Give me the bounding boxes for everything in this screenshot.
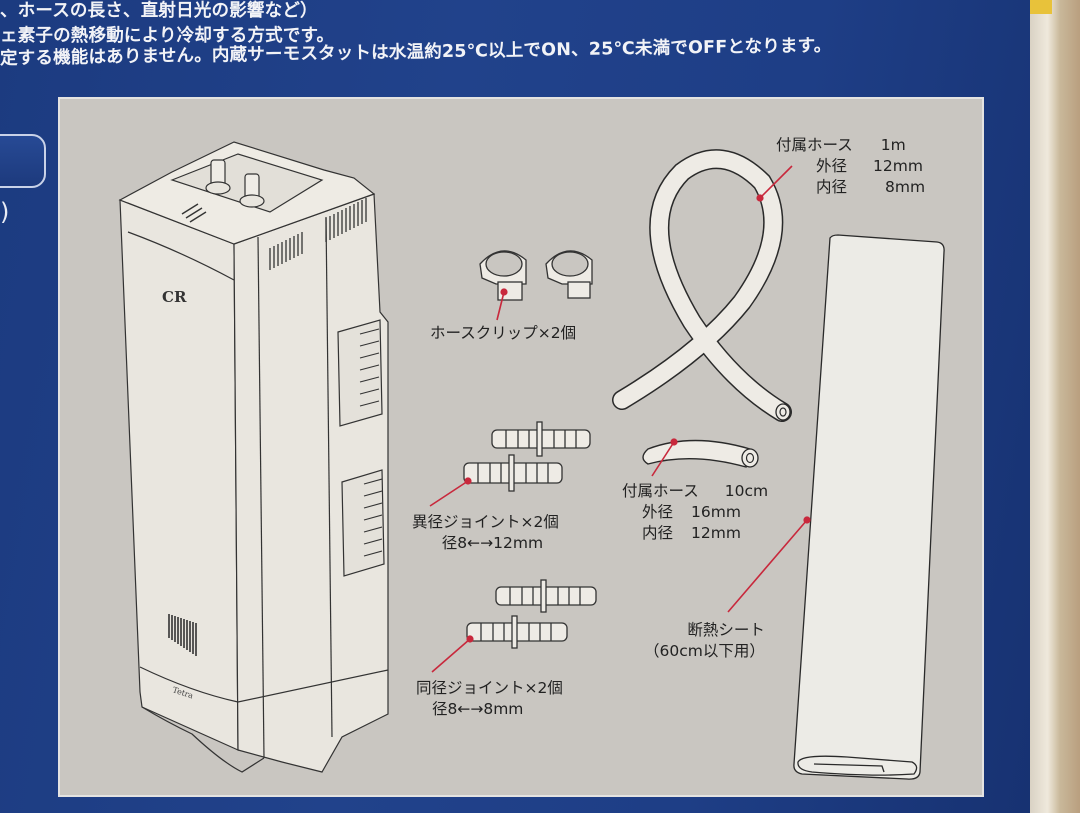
product-logo: CR (162, 288, 187, 306)
hose-10cm-length: 10cm (724, 482, 769, 500)
hose-1m-inner-value: 8mm (885, 178, 926, 196)
hose-10cm-outer-value: 16mm (691, 503, 741, 521)
hose-1m-name: 付属ホース (776, 136, 853, 154)
hose-10cm-inner-label: 内径 (642, 524, 674, 542)
hose-1m-label-group: 付属ホース 1m 外径 12mm 内径 8mm (776, 135, 925, 198)
note-line-2: ェ素子の熱移動により冷却する方式です。 (0, 26, 335, 46)
package-side-edge (1030, 0, 1080, 813)
accessories-illustration: CR Tetra (118, 141, 945, 780)
note-line-1: 、ホースの長さ、直射日光の影響など） (0, 1, 318, 21)
straight-joint-illustration (466, 579, 597, 649)
hose-10cm-label-group: 付属ホース 10cm 外径 16mm 内径 12mm (622, 481, 768, 544)
hose-1m-illustration (612, 149, 792, 422)
hose-1m-outer-label: 外径 (816, 157, 848, 175)
insulation-sheet-label: 断熱シート (687, 621, 765, 639)
hose-10cm-name: 付属ホース (622, 482, 699, 500)
accessories-panel: CR Tetra (58, 97, 984, 797)
cooler-unit-illustration (118, 141, 389, 773)
hose-1m-length: 1m (880, 136, 906, 154)
hose-10cm-inner-value: 12mm (691, 524, 741, 542)
hose-1m-inner-label: 内径 (816, 178, 848, 196)
reducer-joint-illustration (463, 421, 591, 492)
insulation-sheet-note: （60cm以下用） (644, 642, 765, 660)
reducer-joint-label: 異径ジョイント×2個 (412, 513, 559, 531)
straight-joint-label: 同径ジョイント×2個 (416, 679, 563, 697)
section-tab-pill (0, 134, 46, 188)
hose-clip-illustration (479, 250, 593, 301)
left-paren: ) (0, 198, 10, 226)
straight-joint-label-group: 同径ジョイント×2個 径8←→8mm (416, 678, 563, 720)
insulation-sheet-illustration (793, 234, 945, 780)
hose-clip-label: ホースクリップ×2個 (430, 324, 577, 342)
hose-10cm-outer-label: 外径 (642, 503, 674, 521)
reducer-joint-spec: 径8←→12mm (441, 534, 544, 552)
leader-lines (429, 165, 811, 673)
yellow-stripe (1030, 0, 1052, 14)
insulation-sheet-label-group: 断熱シート （60cm以下用） (644, 620, 765, 662)
hose-1m-outer-value: 12mm (873, 157, 923, 175)
straight-joint-spec: 径8←→8mm (432, 700, 524, 718)
reducer-joint-label-group: 異径ジョイント×2個 径8←→12mm (412, 512, 559, 554)
